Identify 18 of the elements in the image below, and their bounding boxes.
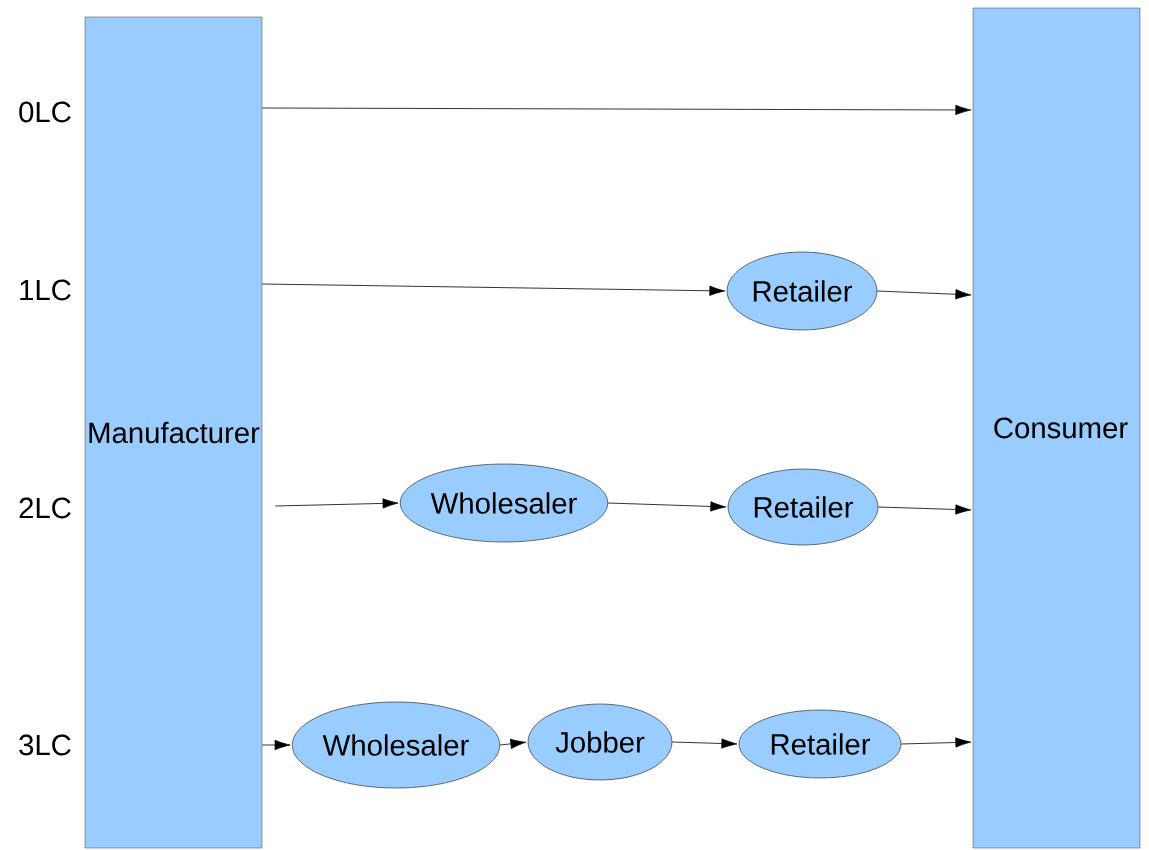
ellipse-node: Retailer (727, 468, 879, 546)
column-box: Consumer (972, 7, 1141, 849)
ellipse-node: Wholesaler (292, 701, 501, 789)
column-box: Manufacturer (84, 16, 263, 849)
ellipse-node: Wholesaler (400, 463, 609, 543)
arrow (261, 283, 726, 296)
arrow (261, 104, 972, 116)
arrow (900, 737, 972, 748)
arrow (261, 739, 291, 751)
arrow (877, 504, 972, 515)
arrow (876, 289, 972, 300)
arrow (671, 738, 738, 749)
arrow (499, 738, 527, 749)
ellipse-node: Retailer (726, 251, 878, 331)
arrow (607, 501, 727, 512)
ellipse-node: Retailer (738, 709, 902, 779)
arrow (274, 498, 399, 509)
ellipse-node: Jobber (527, 703, 673, 781)
